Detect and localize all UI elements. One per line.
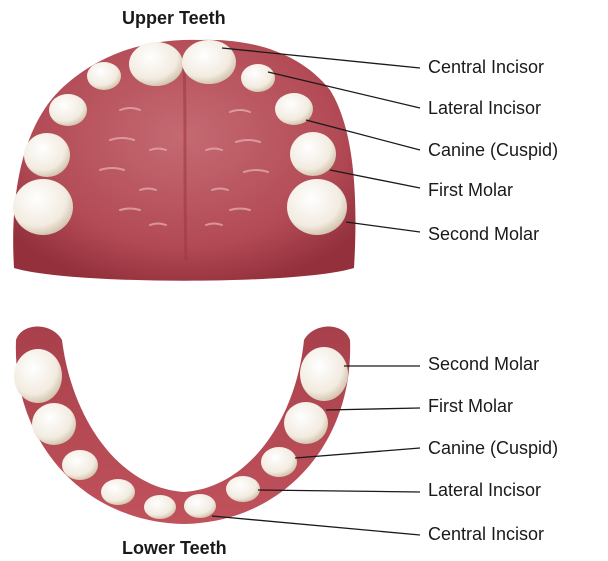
upper-lateral-incisor-left bbox=[87, 62, 121, 90]
upper-central-incisor-left bbox=[129, 42, 183, 86]
leader-upper-second-molar bbox=[346, 222, 420, 232]
label-upper-central-incisor: Central Incisor bbox=[428, 57, 544, 78]
upper-canine-left bbox=[49, 94, 87, 126]
label-upper-first-molar: First Molar bbox=[428, 180, 513, 201]
label-lower-canine: Canine (Cuspid) bbox=[428, 438, 558, 459]
leader-lower-central-incisor bbox=[212, 516, 420, 535]
label-lower-central-incisor: Central Incisor bbox=[428, 524, 544, 545]
lower-canine-right bbox=[261, 447, 297, 477]
lower-first-molar-right bbox=[284, 402, 328, 444]
palate-midline bbox=[184, 60, 186, 260]
upper-teeth-title: Upper Teeth bbox=[122, 8, 226, 29]
label-upper-canine: Canine (Cuspid) bbox=[428, 140, 558, 161]
lower-second-molar-left bbox=[14, 349, 62, 403]
label-upper-second-molar: Second Molar bbox=[428, 224, 539, 245]
upper-first-molar-right bbox=[290, 132, 336, 176]
label-upper-lateral-incisor: Lateral Incisor bbox=[428, 98, 541, 119]
label-lower-lateral-incisor: Lateral Incisor bbox=[428, 480, 541, 501]
label-lower-first-molar: First Molar bbox=[428, 396, 513, 417]
lower-central-incisor-left bbox=[144, 495, 176, 519]
upper-lateral-incisor-right bbox=[241, 64, 275, 92]
upper-second-molar-left bbox=[13, 179, 73, 235]
lower-second-molar-right bbox=[300, 347, 348, 401]
lower-lateral-incisor-right bbox=[226, 476, 260, 502]
upper-first-molar-left bbox=[24, 133, 70, 177]
upper-second-molar-right bbox=[287, 179, 347, 235]
upper-central-incisor-right bbox=[182, 40, 236, 84]
lower-teeth-title: Lower Teeth bbox=[122, 538, 227, 559]
lower-lateral-incisor-left bbox=[101, 479, 135, 505]
lower-canine-left bbox=[62, 450, 98, 480]
lower-central-incisor-right bbox=[184, 494, 216, 518]
lower-first-molar-left bbox=[32, 403, 76, 445]
label-lower-second-molar: Second Molar bbox=[428, 354, 539, 375]
